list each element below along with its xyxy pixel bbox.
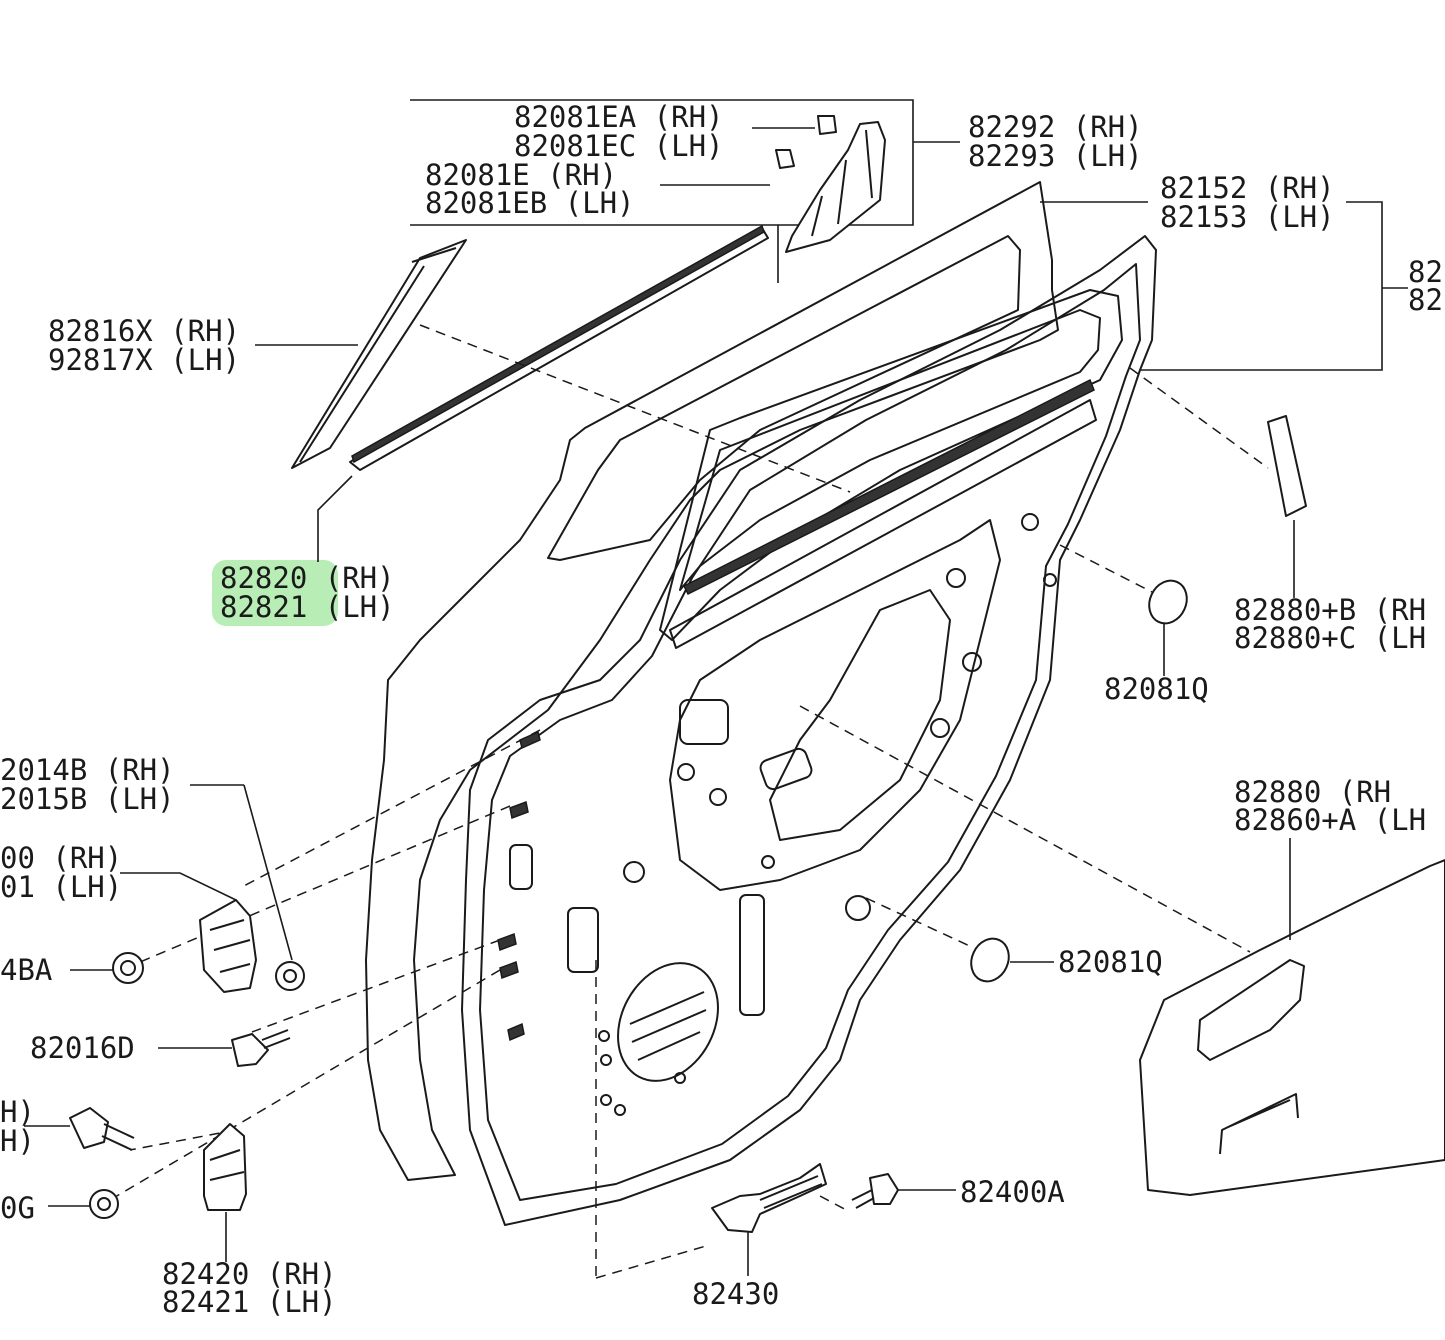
trim-pull-handle: [1219, 1093, 1299, 1155]
inner-belt-reinforcement: [669, 399, 1097, 649]
door-hinge-lower-detail: [209, 1149, 245, 1181]
label-highlight: [212, 560, 338, 626]
nut-82014B-inner: [283, 969, 297, 983]
label-0G: 0G: [0, 1191, 35, 1225]
window-opening-outer: [547, 235, 1021, 561]
door-inner-flange: [479, 263, 1141, 1201]
plug-82081Q-mid: [970, 937, 1010, 983]
clip-82081EA: [817, 115, 837, 135]
bolt-lower: [69, 1107, 109, 1149]
door-belt-line: [682, 378, 1095, 596]
label-82016D: 82016D: [30, 1031, 135, 1065]
bolt-4BA-inner: [120, 960, 136, 976]
window-glass-edge: [679, 309, 1101, 591]
door-hinge-upper-detail: [209, 919, 251, 973]
label-H-1: H): [0, 1095, 35, 1129]
label-01LH: 01 (LH): [0, 870, 122, 904]
label-82081Q-mid: 82081Q: [1058, 945, 1163, 979]
mounting-holes: [598, 513, 1057, 1116]
door-check-82430: [711, 1163, 827, 1233]
label-82081EC: 82081EC (LH): [514, 129, 724, 163]
moulding-82816X: [291, 239, 467, 469]
nut-0G: [89, 1189, 119, 1219]
moulding-82816X-detail: [299, 247, 457, 463]
nut-82014B: [275, 961, 305, 991]
nut-0G-inner: [97, 1197, 111, 1211]
plug-82081Q-top: [1148, 579, 1188, 625]
leader-line: [317, 475, 353, 562]
bolt-lower-shaft: [101, 1123, 135, 1151]
label-82880: 82880 (RH: [1234, 775, 1391, 809]
sash-moulding-82292: [785, 121, 886, 253]
part-labels: 82081EA (RH) 82081EC (LH) 82081E (RH) 82…: [0, 100, 1443, 1319]
label-82081EB: 82081EB (LH): [425, 186, 635, 220]
label-92817X: 92817X (LH): [48, 343, 240, 377]
label-82293: 82293 (LH): [968, 139, 1143, 173]
label-82081E: 82081E (RH): [425, 158, 617, 192]
label-82860A: 82860+A (LH: [1234, 803, 1426, 837]
speaker-grille: [629, 991, 707, 1061]
edge-pins: [497, 730, 541, 1042]
label-82-right-2: 82: [1408, 283, 1443, 317]
inner-cutout: [679, 699, 729, 745]
label-82014B: 2014B (RH): [0, 753, 175, 787]
dashed-guides: [109, 324, 1269, 1279]
inner-service-hole: [669, 519, 1001, 891]
clip-82081E: [775, 149, 795, 169]
inner-window-frame: [659, 289, 1123, 641]
label-82820: 82820 (RH): [220, 561, 395, 595]
label-82081Q-top: 82081Q: [1104, 672, 1209, 706]
label-82152: 82152 (RH): [1160, 171, 1335, 205]
label-82821: 82821 (LH): [220, 590, 395, 624]
label-4BA: 4BA: [0, 953, 52, 987]
door-outer-panel: [365, 181, 1059, 1181]
callout-box: [410, 99, 914, 283]
leader-bracket: [1040, 201, 1408, 371]
door-hinge-lower-82420: [203, 1123, 247, 1211]
belt-moulding-edge: [351, 224, 765, 464]
sash-moulding-detail: [811, 129, 873, 237]
label-82-right-1: 82: [1408, 255, 1443, 289]
label-82816X: 82816X (RH): [48, 314, 240, 348]
label-82153: 82153 (LH): [1160, 200, 1335, 234]
label-82421: 82421 (LH): [162, 1285, 337, 1319]
inner-cutout: [759, 747, 813, 791]
door-inner-panel: [461, 235, 1157, 1226]
trim-armrest-recess: [1197, 959, 1305, 1061]
inner-service-hole-inner: [769, 589, 951, 841]
label-82015B: 2015B (LH): [0, 782, 175, 816]
bolt-4BA: [112, 952, 144, 984]
label-00RH: 00 (RH): [0, 841, 122, 875]
lower-cutout: [567, 907, 599, 973]
label-82420: 82420 (RH): [162, 1257, 337, 1291]
door-check-arm: [759, 1175, 823, 1209]
bolt-82400A-shaft: [851, 1189, 875, 1209]
label-82400A: 82400A: [960, 1175, 1065, 1209]
label-82430: 82430: [692, 1277, 779, 1311]
bolt-82016D-shaft: [261, 1029, 291, 1049]
speaker-opening: [617, 962, 719, 1082]
bolt-82016D: [231, 1033, 269, 1067]
label-82081EA: 82081EA (RH): [514, 100, 724, 134]
label-82292: 82292 (RH): [968, 110, 1143, 144]
lower-cutout: [739, 894, 765, 1016]
label-H-2: H): [0, 1124, 35, 1158]
bolt-82400A: [869, 1173, 899, 1205]
leader-line: [120, 872, 237, 901]
label-82880C: 82880+C (LH: [1234, 621, 1426, 655]
part-82880B: [1267, 415, 1307, 517]
door-trim-panel-82880: [1139, 859, 1445, 1196]
lower-cutout: [509, 844, 533, 890]
label-82880B: 82880+B (RH: [1234, 593, 1426, 627]
leader-line: [243, 784, 293, 961]
